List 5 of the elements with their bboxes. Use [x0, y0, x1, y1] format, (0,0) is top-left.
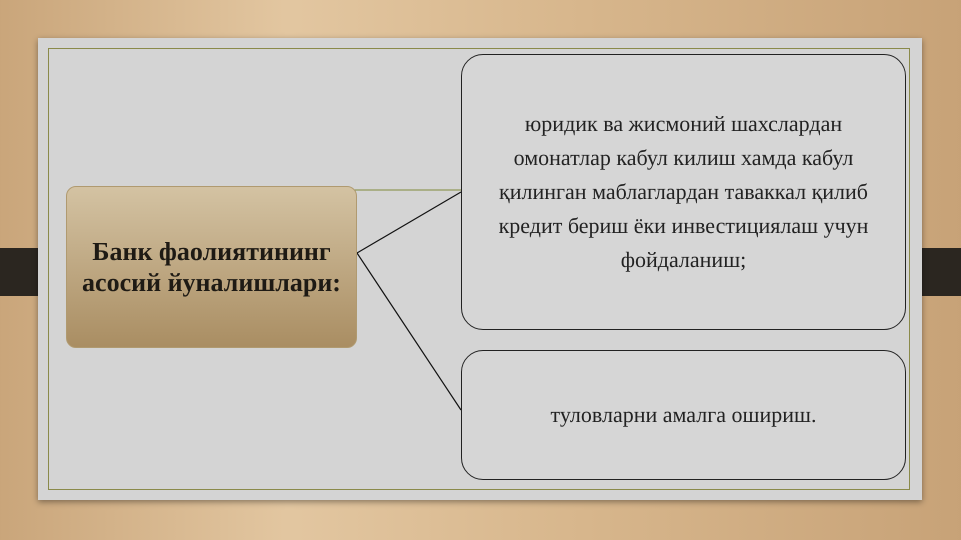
text-box: туловларни амалга ошириш.: [461, 350, 906, 480]
connector-line: [356, 191, 462, 254]
connector-line: [356, 252, 462, 410]
heading-box: Банк фаолиятининг асосий йуналишлари:: [66, 186, 357, 348]
text-box: юридик ва жисмоний шахслардан омонатлар кабул килиш хамда кабул қилинган маблаглардан таваккал қилиб кредит бериш ёки инвестициялаш учун фойдаланиш;: [461, 54, 906, 330]
